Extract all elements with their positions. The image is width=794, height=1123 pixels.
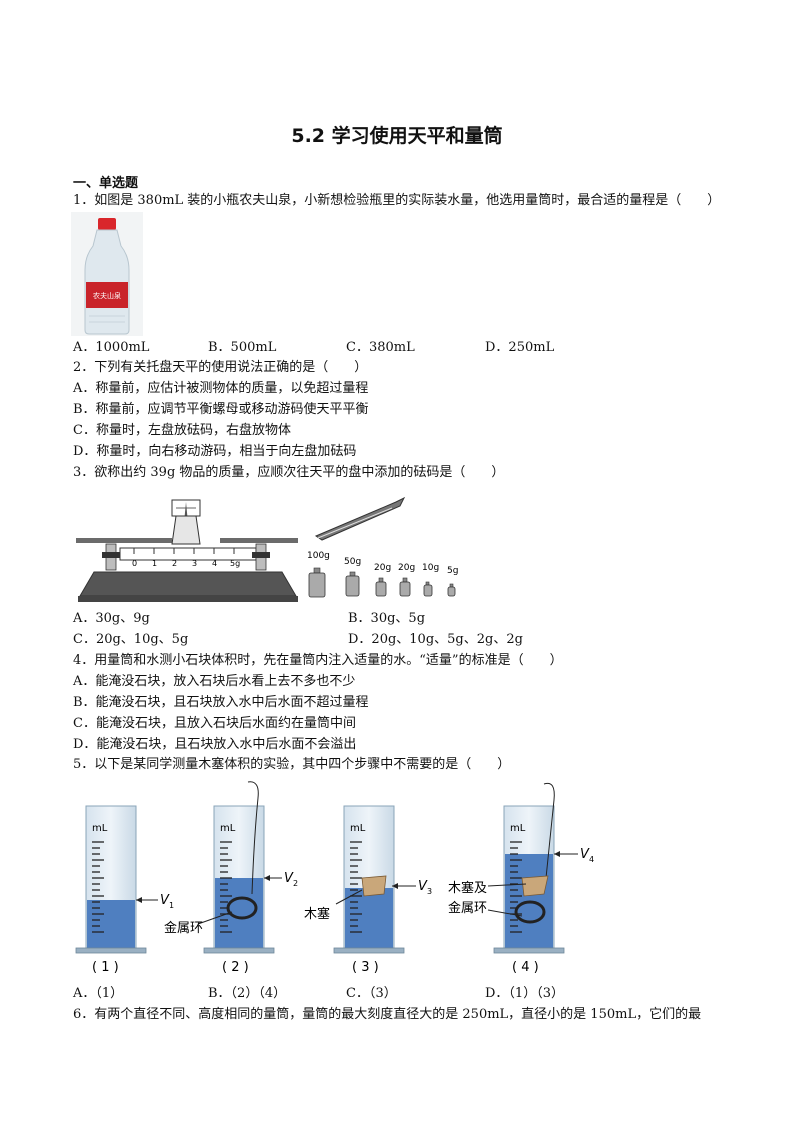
scale-tick: 5g (230, 559, 240, 568)
scale-tick: 2 (172, 559, 177, 568)
weight-label: 20g (398, 563, 415, 573)
weight-label: 10g (422, 563, 439, 573)
question-6-stem: 6．有两个直径不同、高度相同的量筒，量筒的最大刻度直径大的是 250mL，直径小… (73, 1007, 702, 1022)
q2-option-a: A．称量前，应估计被测物体的质量，以免超过量程 (73, 381, 369, 396)
question-2-stem: 2．下列有关托盘天平的使用说法正确的是（ ） (73, 360, 368, 375)
metal-ring-label: 金属环 (164, 920, 203, 936)
q3-option-b: B．30g、5g (348, 611, 426, 626)
scale-tick: 4 (212, 559, 217, 568)
q5-option-a: A．（1） (73, 986, 124, 1001)
beam-ruler-ticks (133, 548, 235, 554)
q2-option-d: D．称量时，向右移动游码，相当于向左盘加砝码 (73, 444, 357, 459)
volume-label-sub: 2 (293, 879, 298, 888)
cylinder-3: mL V 3 木塞 ( 3 ) (304, 805, 432, 975)
volume-label-v1: V (160, 893, 170, 908)
q3-option-d: D．20g、10g、5g、2g、2g (348, 632, 523, 647)
volume-label-sub: 4 (589, 855, 594, 864)
cylinder-4: mL V 4 木塞及 金属环 ( 4 ) (448, 782, 594, 975)
cylinder-caption: ( 2 ) (222, 960, 249, 975)
question-1-stem: 1．如图是 380mL 装的小瓶农夫山泉，小新想检验瓶里的实际装水量，他选用量筒… (73, 193, 721, 208)
volume-label-v3: V (418, 879, 428, 894)
cylinder-caption: ( 4 ) (512, 960, 539, 975)
cylinder-1: mL V 1 ( 1 ) (75, 805, 174, 975)
bottle-label: 农夫山泉 (93, 291, 121, 300)
volume-label-v2: V (284, 871, 294, 886)
question-4-stem: 4．用量筒和水测小石块体积时，先在量筒内注入适量的水。“适量”的标准是（ ） (73, 653, 563, 668)
balance-scale-image: 0 1 2 3 4 5g (76, 499, 298, 602)
cylinder-unit: mL (510, 823, 526, 834)
weight-label: 100g (307, 551, 330, 561)
q1-option-a: A．1000mL (73, 340, 150, 355)
weight-label: 50g (344, 557, 361, 567)
q5-option-d: D．（1）（3） (485, 986, 564, 1001)
q3-option-a: A．30g、9g (73, 611, 150, 626)
q2-option-b: B．称量前，应调节平衡螺母或移动游码使天平平衡 (73, 402, 369, 417)
q4-option-b: B．能淹没石块，且石块放入水中后水面不超过量程 (73, 695, 369, 710)
page-title: 5.2 学习使用天平和量筒 (291, 125, 503, 147)
weights-set: 100g 50g 20g 20g 10g 5g (307, 551, 458, 598)
cylinder-caption: ( 1 ) (92, 960, 119, 975)
q1-option-d: D．250mL (485, 340, 555, 355)
cylinder-experiment-figure: mL V 1 ( 1 ) mL V 2 (75, 781, 594, 975)
question-3-stem: 3．欲称出约 39g 物品的质量，应顺次往天平的盘中添加的砝码是（ ） (73, 465, 505, 480)
volume-label-v4: V (580, 847, 590, 862)
q2-option-c: C．称量时，左盘放砝码，右盘放物体 (73, 423, 291, 438)
q4-option-a: A．能淹没石块，放入石块后水看上去不多也不少 (73, 674, 356, 689)
cylinder-2: mL V 2 金属环 ( 2 ) (164, 781, 298, 975)
section-heading: 一、单选题 (73, 176, 139, 191)
q3-option-c: C．20g、10g、5g (73, 632, 189, 647)
weight-label: 5g (447, 566, 458, 576)
scale-tick: 0 (132, 559, 137, 568)
volume-label-sub: 3 (427, 887, 432, 896)
scale-tick: 1 (152, 559, 157, 568)
cylinder-caption: ( 3 ) (352, 960, 379, 975)
q5-option-c: C．（3） (346, 986, 397, 1001)
q4-option-c: C．能淹没石块，且放入石块后水面约在量筒中间 (73, 716, 356, 731)
q1-option-b: B．500mL (208, 340, 277, 355)
cork-label: 木塞 (304, 906, 330, 922)
cork-and-ring-label-2: 金属环 (448, 900, 487, 916)
q5-option-b: B．（2）（4） (208, 986, 287, 1001)
q1-option-c: C．380mL (346, 340, 415, 355)
volume-label-sub: 1 (169, 901, 174, 910)
cork-and-ring-label: 木塞及 (448, 880, 487, 896)
cylinder-unit: mL (92, 823, 108, 834)
scale-tick: 3 (192, 559, 197, 568)
weight-label: 20g (374, 563, 391, 573)
question-5-stem: 5．以下是某同学测量木塞体积的实验，其中四个步骤中不需要的是（ ） (73, 757, 511, 772)
tweezers-icon (314, 496, 406, 541)
cylinder-unit: mL (220, 823, 236, 834)
q4-option-d: D．能淹没石块，且石块放入水中后水面不会溢出 (73, 737, 357, 752)
water-bottle-image: 农夫山泉 (71, 212, 143, 336)
cylinder-unit: mL (350, 823, 366, 834)
